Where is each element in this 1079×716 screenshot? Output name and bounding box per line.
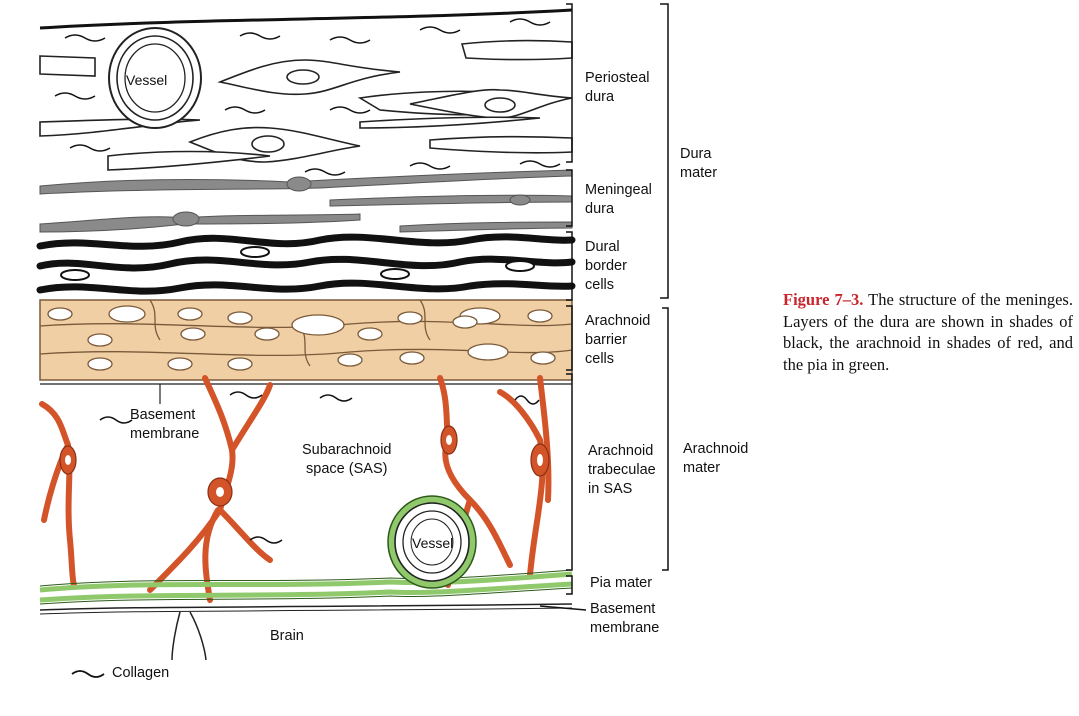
pia-mater-layer: [39, 571, 573, 603]
collagen-legend-symbol: [71, 670, 105, 678]
sas-vessel: [387, 495, 477, 589]
dural-border-gaps: [60, 246, 535, 281]
legend-collagen-label: Collagen: [112, 665, 170, 681]
periosteal-dura-surface: [39, 8, 573, 30]
dural-border-cells-layer: [36, 233, 576, 295]
caption-text: The structure of the meninges. Layers of…: [783, 290, 1073, 374]
layer-brackets: [539, 3, 669, 611]
label-brain: Brain: [270, 628, 304, 644]
periosteal-vessel: [108, 27, 202, 129]
meningeal-dura-layer: [39, 169, 573, 233]
barrier-cell-nuclei: [47, 305, 556, 371]
figure-label: Figure 7–3.: [783, 290, 864, 309]
label-vessel-bottom: Vessel: [412, 535, 454, 551]
arachnoid-trabeculae: [39, 375, 552, 603]
collagen-fibers: [54, 18, 561, 176]
periosteal-dura-layer: [39, 39, 573, 171]
label-vessel-top: Vessel: [126, 72, 168, 88]
label-pia-mater: Pia mater: [590, 575, 653, 591]
figure-caption: Figure 7–3. The structure of the meninge…: [783, 289, 1073, 375]
